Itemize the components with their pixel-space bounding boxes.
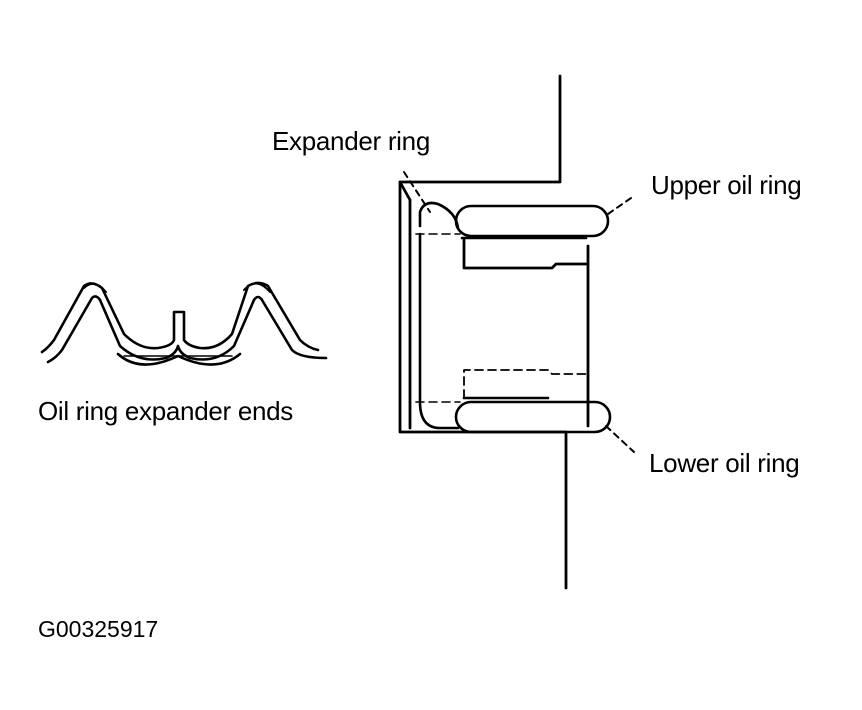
figure-code: G00325917 xyxy=(38,616,159,642)
expander-ring-shape xyxy=(415,201,461,430)
expander-ends-label: Oil ring expander ends xyxy=(38,396,293,426)
lower-oil-ring-label: Lower oil ring xyxy=(649,448,800,478)
expander-ring-label: Expander ring xyxy=(272,126,430,156)
leader-lines xyxy=(403,171,635,453)
upper-oil-ring-label: Upper oil ring xyxy=(651,170,802,200)
upper-oil-ring-shape xyxy=(454,204,610,240)
lower-oil-ring-shape xyxy=(454,369,612,434)
expander-ends-illustration xyxy=(40,281,328,366)
piston-section xyxy=(398,74,590,590)
